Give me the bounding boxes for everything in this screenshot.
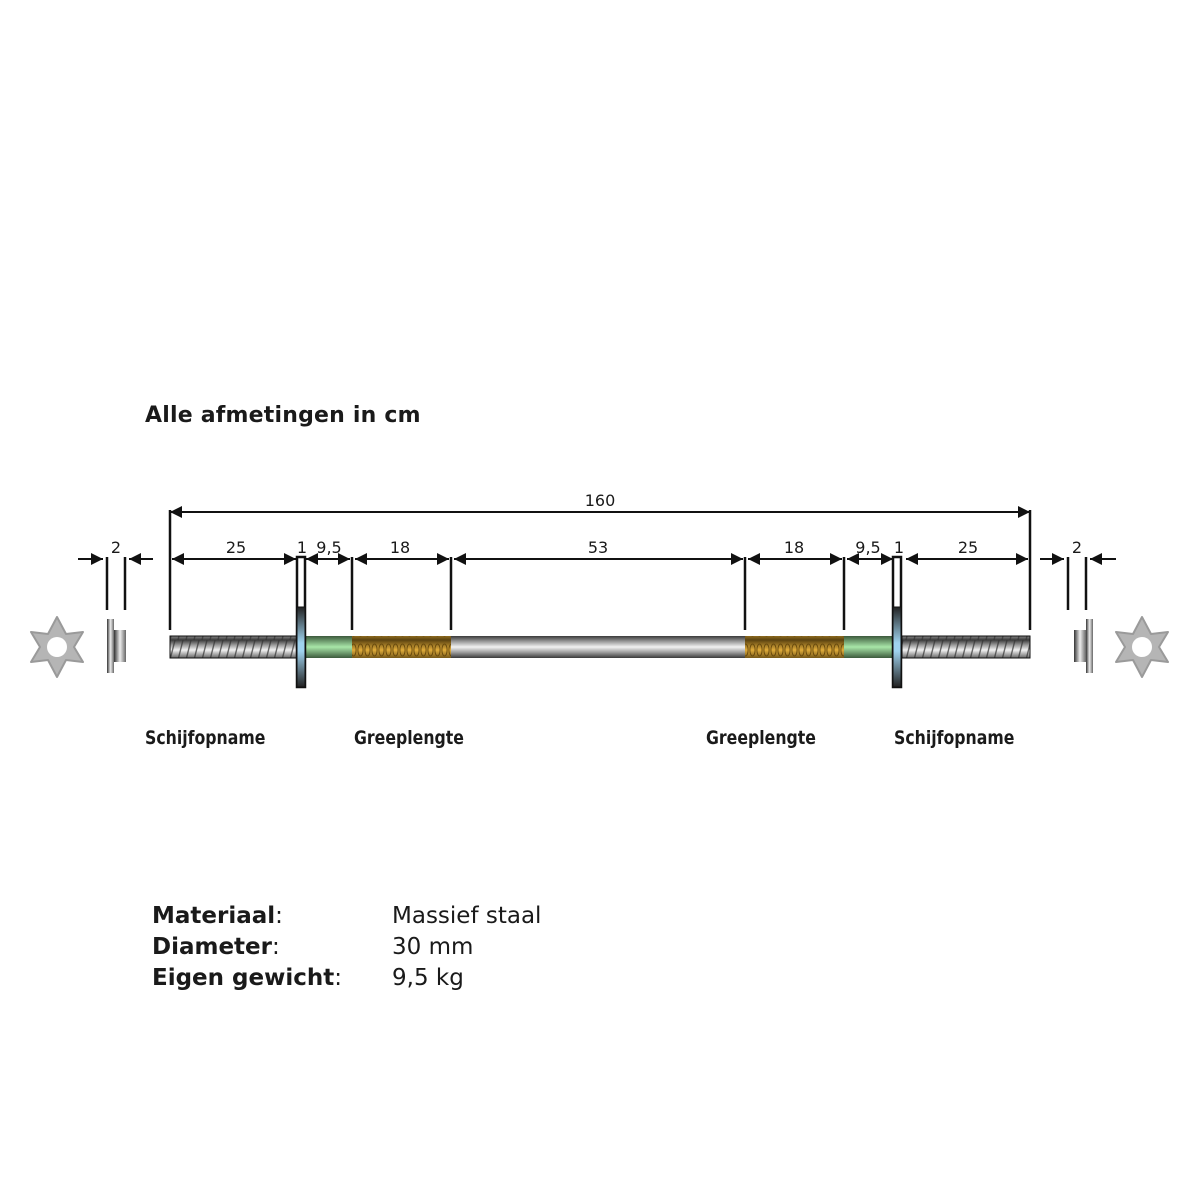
end-collar-left (107, 619, 126, 673)
spec-value: Massief staal (392, 903, 542, 929)
svg-text:25: 25 (958, 538, 978, 557)
spec-value: 9,5 kg (392, 965, 464, 991)
extension-lines (105, 510, 1088, 630)
label-sleeve-right: Schijfopname (894, 727, 1015, 749)
svg-text:18: 18 (784, 538, 804, 557)
end-collar-right (1074, 619, 1093, 673)
inner-right (844, 636, 894, 658)
svg-text:1: 1 (297, 538, 307, 557)
svg-text:25: 25 (226, 538, 246, 557)
svg-text:2: 2 (111, 538, 121, 557)
stop-collar-left (296, 606, 306, 688)
svg-text:1: 1 (894, 538, 904, 557)
spec-table: Materiaal: Massief staal Diameter: 30 mm… (152, 901, 541, 994)
barbell (169, 555, 1031, 689)
spec-row-diameter: Diameter: 30 mm (152, 932, 541, 963)
svg-text:160: 160 (585, 491, 616, 510)
label-sleeve-left: Schijfopname (145, 727, 266, 749)
grip-right (745, 636, 844, 658)
grip-left (352, 636, 451, 658)
svg-text:53: 53 (588, 538, 608, 557)
page-title: Alle afmetingen in cm (145, 403, 421, 428)
dimension-total: 160 (170, 491, 1030, 518)
svg-text:2: 2 (1072, 538, 1082, 557)
label-grip-right: Greeplengte (706, 727, 816, 749)
dimension-labels: 2 25 1 9,5 18 53 18 9,5 1 25 2 (111, 538, 1082, 557)
inner-left (304, 636, 352, 658)
svg-text:18: 18 (390, 538, 410, 557)
label-grip-left: Greeplengte (354, 727, 464, 749)
center-bar (451, 636, 745, 658)
sleeve-right (901, 635, 1031, 659)
svg-text:9,5: 9,5 (855, 538, 880, 557)
sleeve-left (169, 635, 299, 659)
spec-value: 30 mm (392, 934, 474, 960)
star-nut-left-icon (30, 616, 84, 678)
spec-row-material: Materiaal: Massief staal (152, 901, 541, 932)
stop-collar-right (892, 606, 902, 688)
spec-row-weight: Eigen gewicht: 9,5 kg (152, 963, 541, 994)
svg-text:9,5: 9,5 (316, 538, 341, 557)
star-nut-right-icon (1115, 616, 1169, 678)
